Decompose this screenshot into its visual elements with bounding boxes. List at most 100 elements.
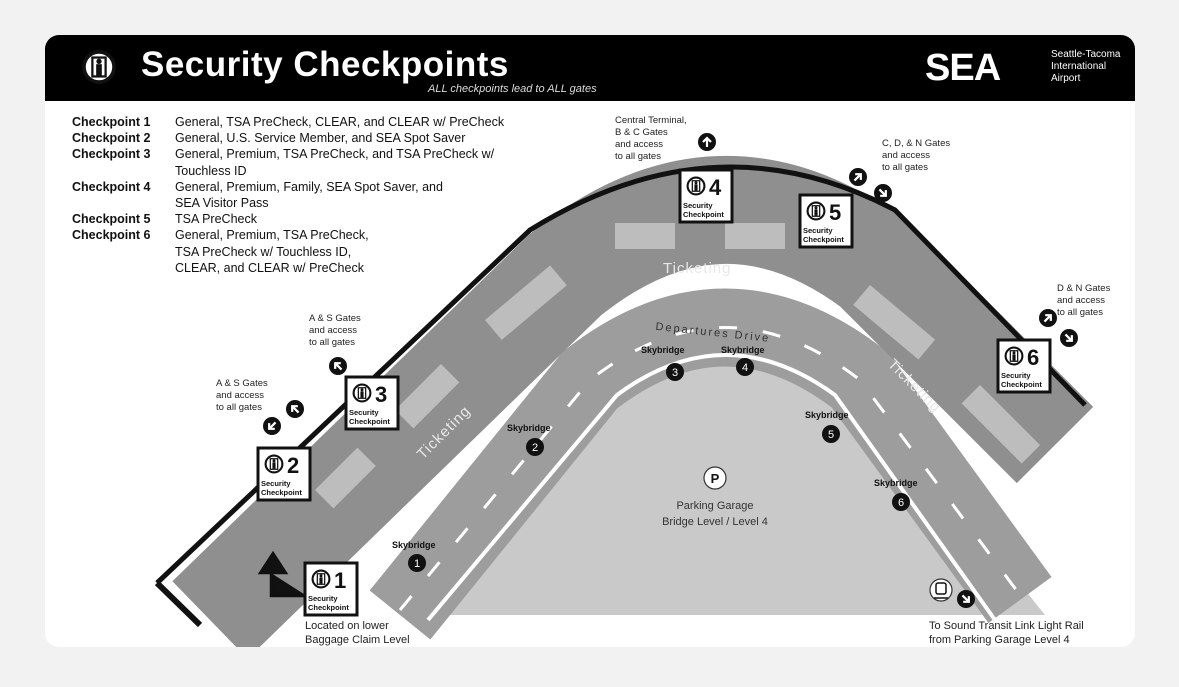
arrow-southwest-icon bbox=[263, 417, 281, 435]
svg-text:A & S Gates: A & S Gates bbox=[309, 313, 361, 324]
svg-text:Checkpoint: Checkpoint bbox=[803, 235, 844, 244]
arrow-southeast-icon bbox=[957, 590, 975, 608]
svg-text:Baggage Claim Level: Baggage Claim Level bbox=[305, 634, 410, 646]
svg-text:to all gates: to all gates bbox=[615, 151, 661, 162]
security-person-icon bbox=[1004, 346, 1024, 366]
security-person-icon bbox=[264, 454, 284, 474]
legend-row: Checkpoint 5 TSA PreCheck bbox=[72, 211, 504, 227]
arrow-northeast-icon bbox=[1039, 309, 1057, 327]
arrow-northwest-icon bbox=[286, 400, 304, 418]
svg-text:4: 4 bbox=[742, 362, 748, 374]
svg-text:Security: Security bbox=[683, 201, 713, 210]
svg-text:and access: and access bbox=[216, 390, 264, 401]
svg-text:4: 4 bbox=[709, 175, 722, 200]
legend-checkpoint-name: Checkpoint 3 bbox=[72, 147, 151, 162]
svg-text:Skybridge: Skybridge bbox=[392, 540, 436, 550]
legend-checkpoint-services: General, TSA PreCheck, CLEAR, and CLEAR … bbox=[175, 115, 505, 129]
ticketing-counters bbox=[315, 223, 1041, 509]
legend-checkpoint-services: General, Premium, TSA PreCheck, and TSA … bbox=[175, 147, 495, 178]
security-person-icon bbox=[686, 176, 706, 196]
svg-text:5: 5 bbox=[829, 200, 841, 225]
terminal-outer-wall bbox=[155, 164, 1087, 585]
legend-checkpoint-name: Checkpoint 4 bbox=[72, 179, 151, 194]
svg-text:3: 3 bbox=[375, 382, 387, 407]
legend-row: Checkpoint 3 General, Premium, TSA PreChe… bbox=[72, 146, 504, 178]
svg-text:P: P bbox=[711, 471, 720, 486]
svg-text:5: 5 bbox=[828, 429, 834, 441]
svg-text:to all gates: to all gates bbox=[882, 162, 928, 173]
svg-text:Checkpoint: Checkpoint bbox=[261, 488, 302, 497]
parking-garage[interactable]: P Parking Garage Bridge Level / Level 4 bbox=[662, 466, 768, 528]
road-centerline bbox=[398, 326, 1022, 611]
arrow-up-icon bbox=[698, 133, 716, 151]
svg-text:Checkpoint: Checkpoint bbox=[308, 603, 349, 612]
checkpoint-legend: Checkpoint 1 General, TSA PreCheck, CLEAR… bbox=[72, 114, 504, 276]
svg-text:Skybridge: Skybridge bbox=[805, 410, 849, 420]
security-person-icon bbox=[352, 383, 372, 403]
page-title: Security Checkpoints bbox=[141, 45, 509, 84]
svg-text:B & C Gates: B & C Gates bbox=[615, 127, 668, 138]
arrow-southeast-icon bbox=[1060, 329, 1078, 347]
svg-text:A & S Gates: A & S Gates bbox=[216, 378, 268, 389]
skybridge-1[interactable]: Skybridge 1 bbox=[392, 540, 436, 572]
parking-garage-area bbox=[415, 325, 1045, 615]
legend-checkpoint-services: General, U.S. Service Member, and SEA Sp… bbox=[175, 131, 466, 146]
legend-checkpoint-name: Checkpoint 6 bbox=[72, 228, 151, 243]
legend-checkpoint-services: TSA PreCheck bbox=[175, 212, 257, 227]
svg-text:6: 6 bbox=[1027, 345, 1039, 370]
svg-text:2: 2 bbox=[287, 453, 299, 478]
svg-text:Skybridge: Skybridge bbox=[874, 478, 918, 488]
parking-icon bbox=[703, 466, 727, 490]
svg-text:Security: Security bbox=[349, 408, 379, 417]
svg-text:and access: and access bbox=[1057, 295, 1105, 306]
svg-text:Security: Security bbox=[803, 226, 833, 235]
svg-text:6: 6 bbox=[898, 497, 904, 509]
up-arrow-icon bbox=[257, 550, 307, 598]
svg-text:2: 2 bbox=[532, 442, 538, 454]
legend-checkpoint-name: Checkpoint 1 bbox=[72, 115, 151, 129]
skybridge-5[interactable]: Skybridge 5 bbox=[805, 410, 849, 443]
ticketing-label-top: Ticketing bbox=[663, 260, 731, 277]
svg-text:Skybridge: Skybridge bbox=[641, 345, 685, 355]
security-person-icon bbox=[81, 49, 117, 85]
legend-checkpoint-name: Checkpoint 5 bbox=[72, 212, 151, 227]
skybridge-6[interactable]: Skybridge 6 bbox=[874, 478, 918, 511]
legend-checkpoint-services: General, Premium, TSA PreCheck,TSA PreCh… bbox=[175, 228, 369, 275]
header-bar: Security Checkpoints ALL checkpoints lea… bbox=[45, 35, 1135, 101]
svg-text:to all gates: to all gates bbox=[1057, 307, 1103, 318]
svg-text:Security: Security bbox=[308, 594, 338, 603]
svg-text:Security: Security bbox=[1001, 371, 1031, 380]
skybridge-2[interactable]: Skybridge 2 bbox=[507, 423, 551, 456]
svg-text:1: 1 bbox=[414, 558, 420, 570]
map-card: Ticketing Ticketing Ticketing Departures… bbox=[45, 35, 1135, 647]
terminal-map: Ticketing Ticketing Ticketing Departures… bbox=[154, 115, 1111, 647]
svg-text:Security: Security bbox=[261, 479, 291, 488]
svg-text:Checkpoint: Checkpoint bbox=[1001, 380, 1042, 389]
page-subtitle: ALL checkpoints lead to ALL gates bbox=[428, 83, 597, 95]
legend-checkpoint-services: General, Premium, Family, SEA Spot Saver… bbox=[175, 179, 443, 211]
security-person-icon bbox=[311, 569, 331, 589]
legend-row: Checkpoint 1 General, TSA PreCheck, CLEAR… bbox=[72, 114, 504, 130]
legend-row: Checkpoint 6 General, Premium, TSA PreChe… bbox=[72, 227, 504, 276]
svg-text:from Parking Garage Level 4: from Parking Garage Level 4 bbox=[929, 634, 1070, 646]
svg-text:Bridge Level / Level 4: Bridge Level / Level 4 bbox=[662, 516, 768, 528]
light-rail[interactable] bbox=[929, 578, 953, 602]
svg-text:Skybridge: Skybridge bbox=[507, 423, 551, 433]
legend-row: Checkpoint 4 General, Premium, Family, SE… bbox=[72, 179, 504, 211]
svg-text:Central Terminal,: Central Terminal, bbox=[615, 115, 687, 126]
